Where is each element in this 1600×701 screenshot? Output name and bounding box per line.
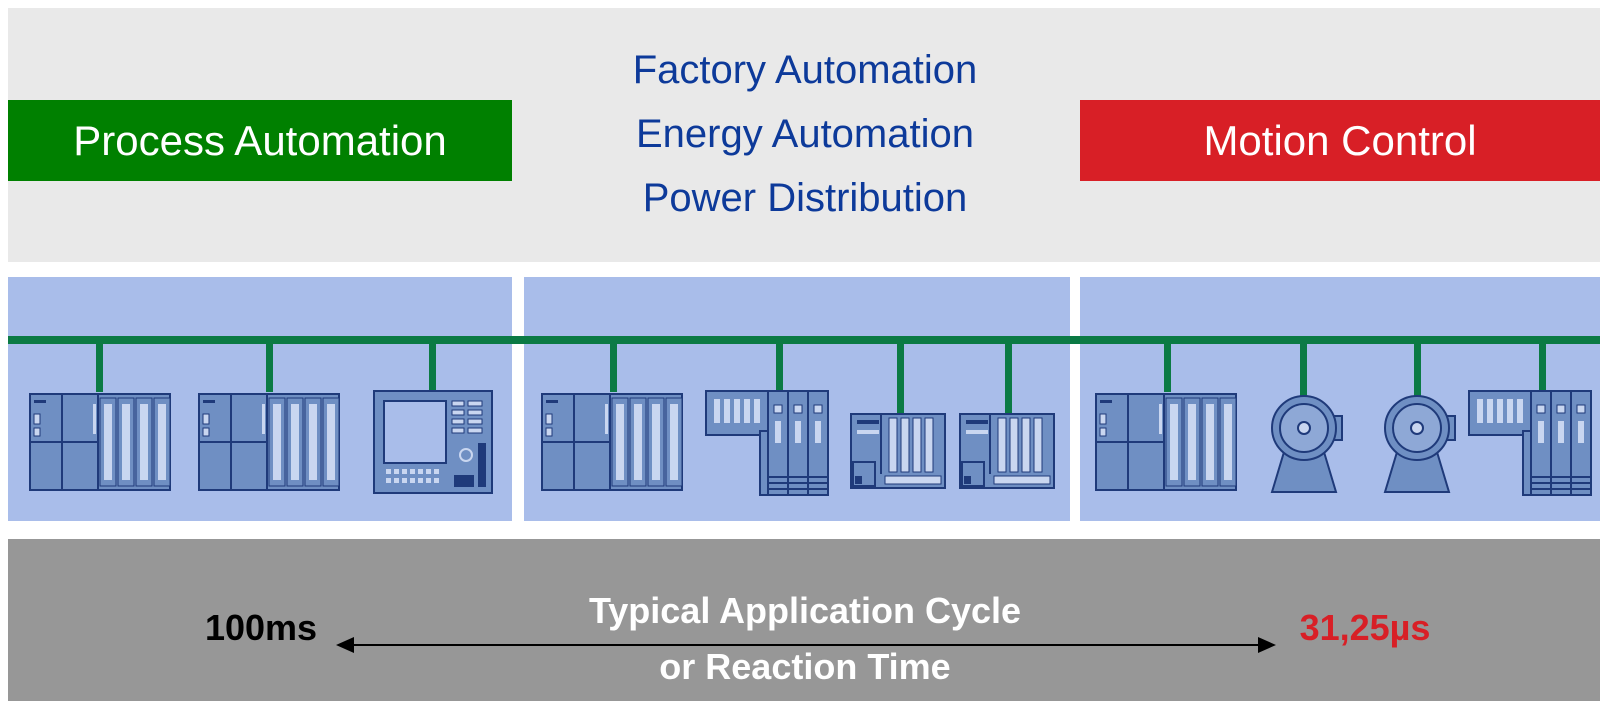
fieldbus-line (8, 336, 1600, 344)
motion-control-box: Motion Control (1080, 100, 1600, 181)
cycle-title-line2: or Reaction Time (659, 646, 951, 687)
drive-unit-icon (850, 413, 946, 489)
plc-icon (1095, 393, 1237, 491)
power-distribution-label: Power Distribution (642, 176, 968, 220)
cycle-title-line1: Typical Application Cycle (588, 590, 1022, 631)
bus-drop-lines (96, 340, 1546, 416)
io-module-icon (705, 390, 829, 496)
factory-automation-label: Factory Automation (632, 48, 978, 92)
drive-unit-icon (959, 413, 1055, 489)
network-diagram (8, 336, 1600, 496)
process-automation-box: Process Automation (8, 100, 512, 181)
fast-cycle-value: 31,25µs (1299, 607, 1431, 648)
plc-icon (198, 393, 340, 491)
slow-cycle-value: 100ms (204, 607, 318, 648)
motion-control-label: Motion Control (1203, 116, 1477, 164)
operator-panel-icon (373, 390, 493, 494)
reaction-time-band (8, 539, 1600, 701)
motor-icon (1271, 395, 1343, 493)
energy-automation-label: Energy Automation (636, 112, 974, 156)
double-arrow-icon (336, 637, 1276, 653)
cycle-time-title: Typical Application Cycle or Reaction Ti… (520, 583, 1090, 695)
plc-icon (29, 393, 171, 491)
io-module-icon (1468, 390, 1592, 496)
motor-icon (1384, 395, 1456, 493)
plc-icon (541, 393, 683, 491)
process-automation-label: Process Automation (73, 116, 447, 164)
